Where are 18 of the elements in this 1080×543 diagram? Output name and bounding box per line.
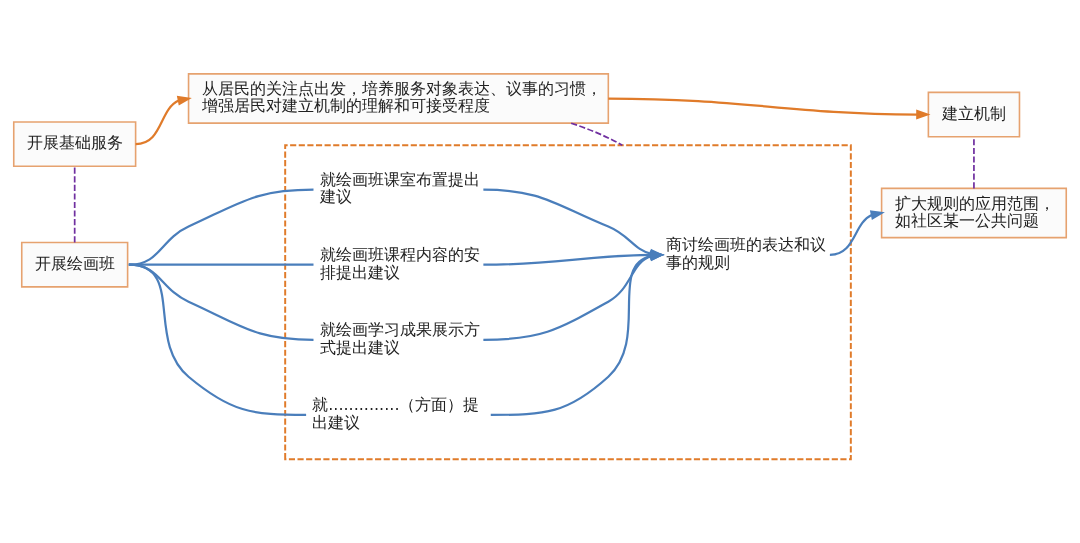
node-text: 就绘画学习成果展示方式提出建议 [319, 320, 480, 357]
cluster [284, 144, 852, 461]
arrow [829, 210, 885, 256]
node-text: 商讨绘画班的表达和议事的规则 [666, 235, 827, 272]
node-box: 开展基础服务 [12, 121, 137, 168]
node-box: 开展绘画班 [20, 241, 129, 288]
node-text: 就..............（方面）提出建议 [312, 395, 480, 432]
node-text: 就绘画班课程内容的安排提出建议 [319, 245, 480, 282]
connector [128, 263, 307, 416]
connector [73, 165, 76, 244]
connector [570, 122, 624, 147]
node-box: 从居民的关注点出发，培养服务对象表达、议事的习惯，增强居民对建立机制的理解和可接受程度 [187, 73, 610, 124]
arrow [608, 97, 931, 120]
arrow [135, 95, 192, 146]
connector [128, 188, 314, 266]
node-box: 扩大规则的应用范围，如社区某一公共问题 [880, 187, 1068, 239]
node-text: 就绘画班课室布置提出建议 [319, 170, 480, 207]
node-box: 建立机制 [927, 91, 1021, 138]
